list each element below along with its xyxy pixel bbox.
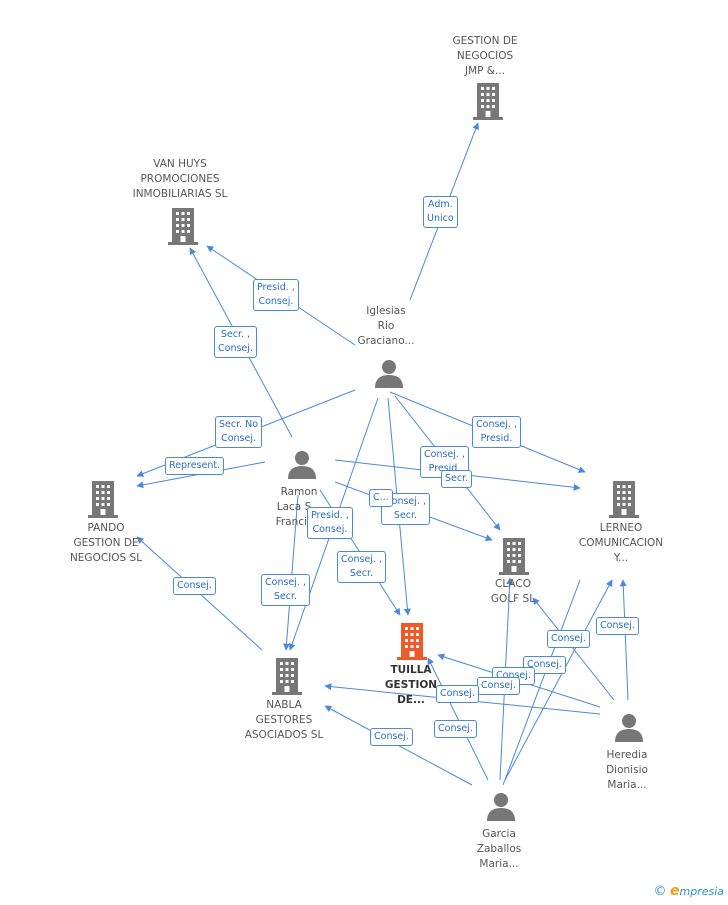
edge-label: Represent. <box>165 457 225 475</box>
node-heredia[interactable]: Heredia Dionisio Maria... <box>606 749 648 791</box>
node-lerneo[interactable]: LERNEO COMUNICACION Y... <box>578 522 664 564</box>
person-icon <box>615 714 643 742</box>
building-icon <box>609 481 639 518</box>
edge-label: Consej. <box>370 728 413 746</box>
edge-label: Consej. <box>173 577 216 595</box>
edge-line <box>427 657 489 781</box>
edge-label: Secr. , Consej. <box>214 326 257 358</box>
node-pando[interactable]: PANDO GESTION DE NEGOCIOS SL <box>69 522 143 564</box>
edge-line <box>619 579 629 701</box>
building-icon <box>473 83 503 120</box>
edge-label: Consej. <box>547 630 590 648</box>
edge-label: Consej. , Secr. <box>261 574 310 606</box>
edge-line <box>532 597 615 701</box>
edge-line <box>504 579 613 781</box>
edge-label: Consej. <box>477 677 520 695</box>
edge-label: Secr. <box>441 470 473 488</box>
edge-line <box>282 494 299 651</box>
building-icon <box>168 208 198 245</box>
node-nabla[interactable]: NABLA GESTORES ASOCIADOS SL <box>244 699 324 741</box>
edge-label: Consej. , Presid. <box>472 416 521 448</box>
edge-label: Presid. , Consej. <box>253 279 299 311</box>
building-icon <box>88 481 118 518</box>
edge-label: Adm. Unico <box>423 196 458 228</box>
edge-label: Consej. <box>596 617 639 635</box>
building-icon <box>272 658 302 695</box>
node-garcia[interactable]: Garcia Zaballos Maria... <box>476 828 522 870</box>
node-gestion-jmp[interactable]: GESTION DE NEGOCIOS JMP &... <box>452 35 518 77</box>
brand-logo: © empresia <box>653 883 724 899</box>
edge-line <box>502 579 581 786</box>
edge-label: Consej. , Secr. <box>337 551 386 583</box>
building-icon <box>499 538 529 575</box>
node-tuilla[interactable]: TUILLA GESTION DE... <box>384 664 438 706</box>
node-claco[interactable]: CLACO GOLF SL <box>490 578 536 605</box>
node-van-huys[interactable]: VAN HUYS PROMOCIONES INMOBILIARIAS SL <box>132 158 228 200</box>
person-icon <box>487 793 515 821</box>
node-iglesias[interactable]: Iglesias Rio Graciano... <box>357 305 415 347</box>
edge-label: Presid. , Consej. <box>307 507 353 539</box>
person-icon <box>375 360 403 388</box>
edge-label: Consej. <box>436 685 479 703</box>
building-icon <box>397 623 427 660</box>
edge-label: Consej. <box>434 720 477 738</box>
edge-label: C... <box>369 489 393 507</box>
person-icon <box>288 451 316 479</box>
edge-label: Secr. No Consej. <box>215 416 263 448</box>
